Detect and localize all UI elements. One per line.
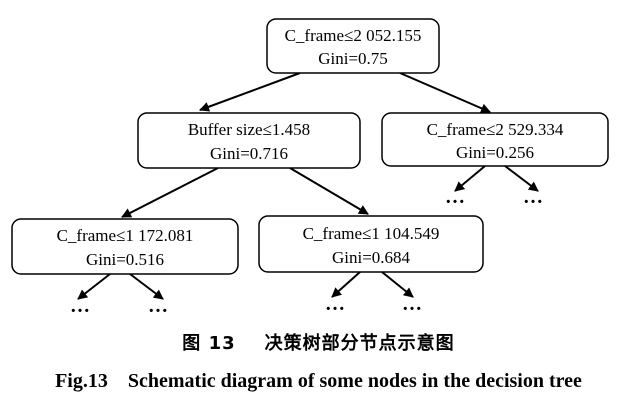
cont-arrow-ll-a [77,273,111,300]
node-condition: C_frame≤1 104.549 [303,224,440,243]
node-gini: Gini=0.256 [456,143,534,162]
node-gini: Gini=0.684 [332,248,411,267]
edge-root-to-left [199,72,301,112]
node-gini: Gini=0.716 [210,144,288,163]
node-gini: Gini=0.516 [86,250,164,269]
node-box [266,18,440,74]
ellipsis-lr-a: … [325,293,345,315]
edge-left-to-leftleft [121,167,219,218]
edge-root-to-right [399,72,491,114]
tree-node-left-right: C_frame≤1 104.549 Gini=0.684 [258,215,484,273]
cont-arrow-lr-a [331,271,361,298]
tree-edges [121,72,491,218]
tree-node-left-left: C_frame≤1 172.081 Gini=0.516 [11,218,239,275]
edge-left-to-leftright [289,167,369,215]
ellipsis-right-a: … [445,186,465,208]
node-box [258,215,484,273]
tree-node-right: C_frame≤2 529.334 Gini=0.256 [381,112,609,167]
node-box [11,218,239,275]
ellipsis-right-b: … [523,186,543,208]
node-condition: C_frame≤2 529.334 [427,120,564,139]
node-condition: C_frame≤1 172.081 [57,226,194,245]
cont-arrow-right-a [454,165,486,192]
ellipsis-ll-b: … [148,295,168,317]
figure-caption-chinese: 图 13 决策树部分节点示意图 [182,333,455,354]
tree-node-left: Buffer size≤1.458 Gini=0.716 [137,112,361,169]
node-box [137,112,361,169]
node-gini: Gini=0.75 [318,49,388,68]
continuation-arrows [77,165,539,300]
ellipsis-ll-a: … [70,295,90,317]
continuation-ellipses: … … … … … … [70,186,543,317]
cont-arrow-right-b [504,165,539,192]
node-condition: C_frame≤2 052.155 [285,26,422,45]
ellipsis-lr-b: … [402,293,422,315]
figure-caption-english: Fig.13 Schematic diagram of some nodes i… [55,370,582,392]
node-box [381,112,609,167]
tree-node-root: C_frame≤2 052.155 Gini=0.75 [266,18,440,74]
decision-tree-diagram: … … … … … … C_frame≤2 052.155 Gini=0.75 … [11,18,609,317]
node-condition: Buffer size≤1.458 [188,120,310,139]
cont-arrow-ll-b [129,273,164,300]
cont-arrow-lr-b [381,271,414,298]
